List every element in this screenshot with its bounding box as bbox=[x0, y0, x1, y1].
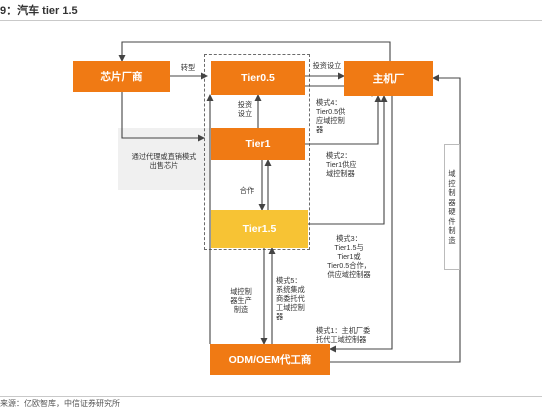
transform-label: 转型 bbox=[180, 63, 196, 72]
mode3-label: 模式3： Tier1.5与 Tier1或 Tier0.5合作， 供应域控制器 bbox=[327, 234, 371, 279]
bottom-divider bbox=[0, 396, 542, 397]
dashed-group-boundary bbox=[204, 54, 310, 250]
invest-mid-label: 投资 设立 bbox=[237, 100, 253, 118]
top-divider bbox=[0, 20, 542, 21]
tier15-node: Tier1.5 bbox=[211, 210, 308, 248]
odm-oem-node: ODM/OEM代工商 bbox=[210, 344, 330, 375]
invest-top-label: 投资设立 bbox=[312, 61, 342, 70]
figure-title: 9：汽车 tier 1.5 bbox=[0, 5, 78, 17]
hardware-manufacturing-text: 域控制器硬件制造 bbox=[448, 169, 456, 245]
mode2-label: 模式2： Tier1供应 域控制器 bbox=[326, 151, 357, 178]
tier05-node: Tier0.5 bbox=[211, 61, 305, 95]
mode1-label: 模式1：主机厂委 托代工域控制器 bbox=[316, 326, 371, 344]
chip-to-agent-line bbox=[121, 92, 205, 142]
mode1-line bbox=[329, 96, 393, 353]
hardware-manufacturing-label: 域控制器硬件制造 bbox=[444, 144, 460, 270]
mode3-line bbox=[308, 95, 388, 225]
oem-to-chip-top-line bbox=[118, 41, 391, 62]
tier1-node: Tier1 bbox=[211, 128, 305, 160]
agent-sell-label: 通过代理或直销模式 出售芯片 bbox=[131, 152, 197, 170]
mode2-line bbox=[305, 95, 382, 145]
domain-manufacturing-label: 域控制 器生产 制造 bbox=[230, 287, 252, 314]
oem-node: 主机厂 bbox=[344, 61, 433, 96]
source-footnote: 来源：亿欧智库，中信证券研究所 bbox=[0, 399, 120, 408]
odm-to-oem-line bbox=[330, 74, 461, 363]
mode5-label: 模式5： 系统集成 商委托代 工域控制 器 bbox=[276, 276, 305, 321]
chip-maker-node: 芯片厂商 bbox=[73, 61, 170, 92]
cooperate-label: 合作 bbox=[239, 186, 255, 195]
mode4-label: 模式4： Tier0.5供 应域控制 器 bbox=[316, 98, 346, 134]
